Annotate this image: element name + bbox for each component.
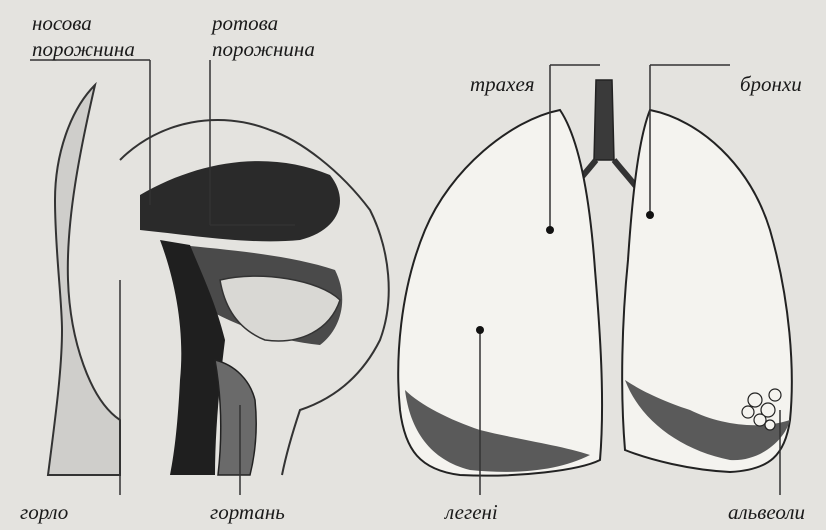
trachea-dot [546, 226, 554, 234]
label-lungs: легені [445, 500, 498, 525]
trachea-tube [594, 80, 614, 160]
label-trachea: трахея [470, 72, 535, 97]
bronchi-dot [646, 211, 654, 219]
label-nasal-cavity: носова порожнина [32, 10, 212, 62]
label-alveoli: альвеоли [728, 500, 805, 525]
label-larynx: гортань [210, 500, 285, 525]
label-oral-cavity: ротова порожнина [212, 10, 392, 62]
label-pharynx: горло [20, 500, 68, 525]
label-bronchi: бронхи [740, 72, 802, 97]
lungs-dot [476, 326, 484, 334]
